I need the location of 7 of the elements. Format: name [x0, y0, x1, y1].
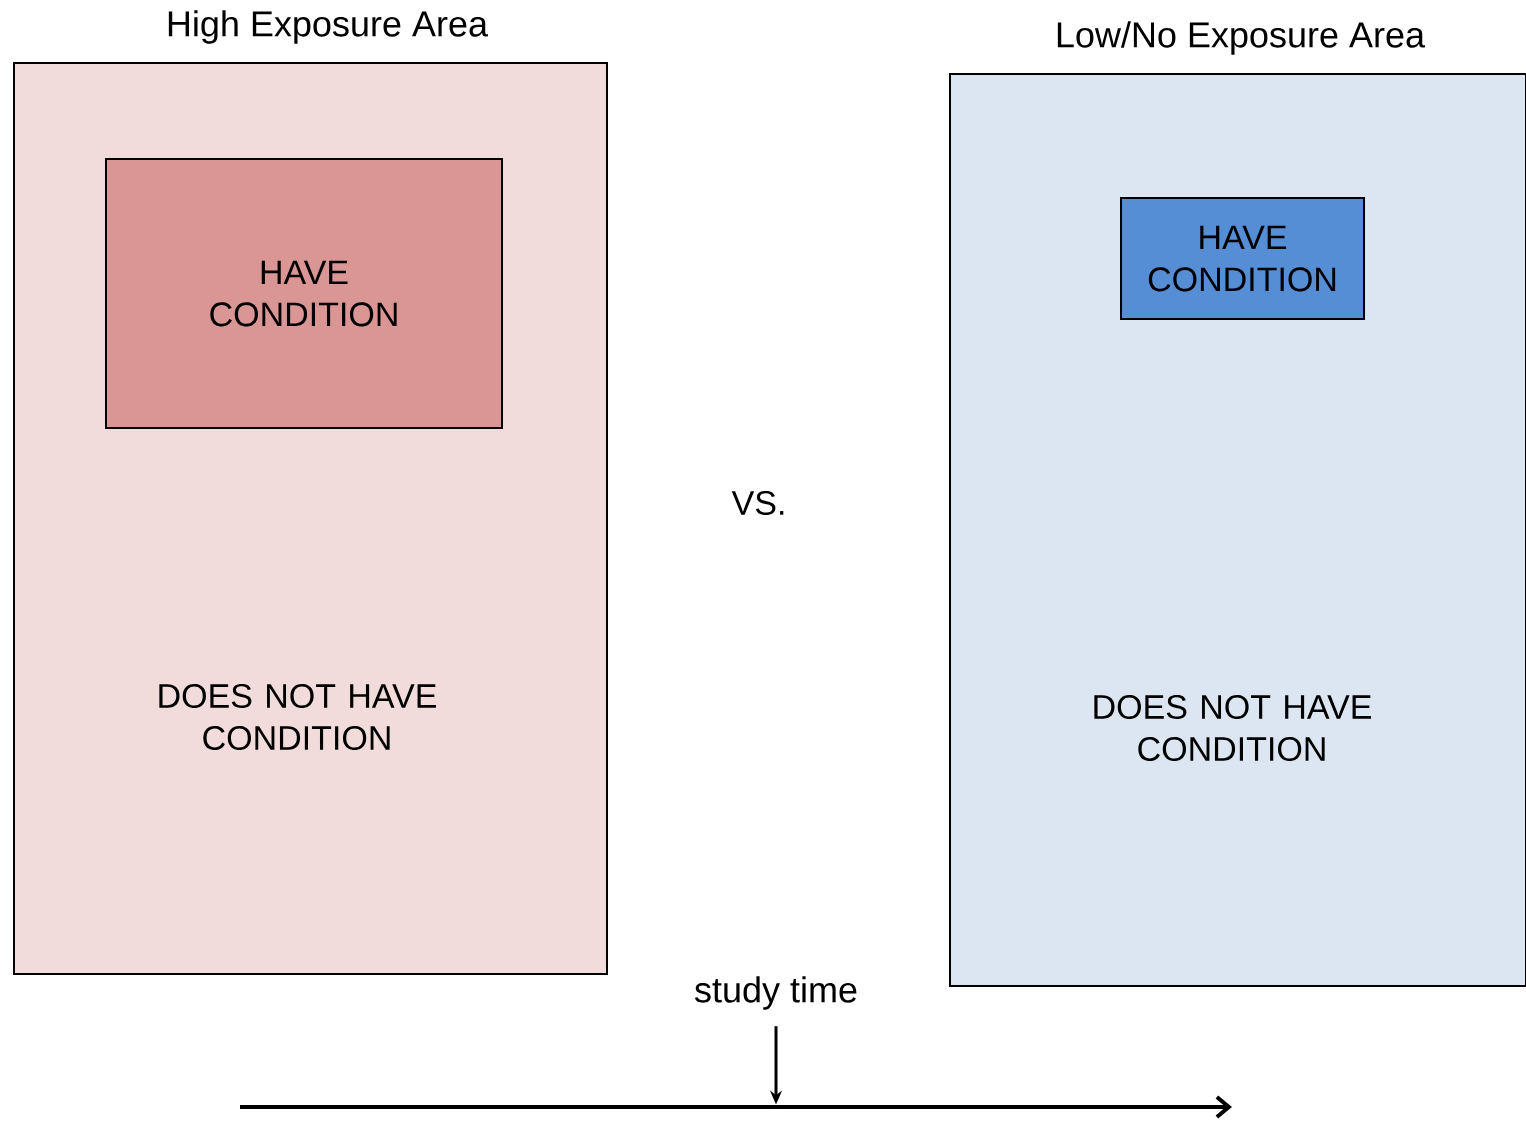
- condition-box: HAVE CONDITION: [105, 158, 503, 429]
- vs-label: VS.: [731, 490, 784, 516]
- time-axis: [240, 1095, 1232, 1119]
- condition-box: HAVE CONDITION: [1120, 197, 1365, 320]
- node-label: High Exposure Area: [168, 10, 489, 44]
- node-label: Low/No Exposure Area: [1057, 21, 1426, 55]
- axis-label: study time: [695, 976, 857, 1010]
